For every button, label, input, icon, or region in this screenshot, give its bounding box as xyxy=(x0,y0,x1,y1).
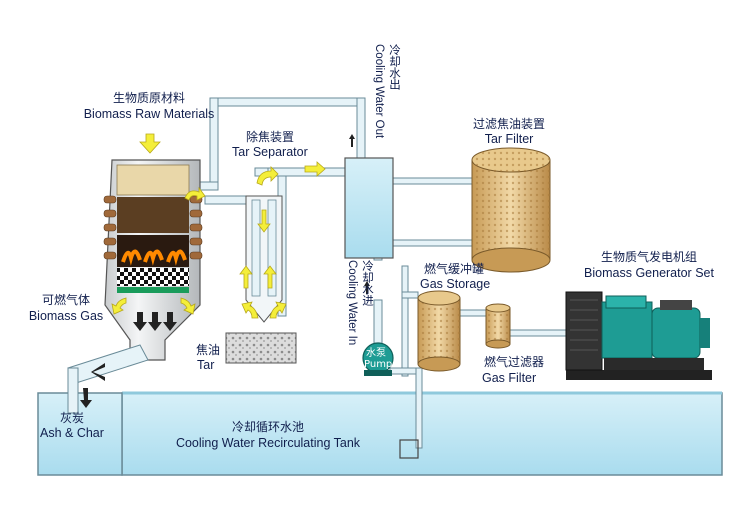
tar-separator-label-cn: 除焦装置 xyxy=(246,130,295,144)
biomass-raw-label-en: Biomass Raw Materials xyxy=(83,107,215,121)
separator-bottom-arrow-right xyxy=(269,301,287,319)
gasifier xyxy=(67,159,203,414)
tank-label-en: Cooling Water Recirculating Tank xyxy=(175,436,361,450)
gas-storage-label-cn: 燃气缓冲罐 xyxy=(424,262,485,276)
gas-filter xyxy=(485,303,511,349)
gas-storage xyxy=(417,290,461,372)
cooling-in-label-cn: 冷却水进 xyxy=(361,260,373,306)
generator-label-cn: 生物质气发电机组 xyxy=(600,250,698,264)
ash-label-en: Ash & Char xyxy=(40,426,104,440)
gas-out-arrow xyxy=(184,186,206,201)
water-flow-arrows xyxy=(349,134,370,294)
tar-label-en: Tar xyxy=(197,358,215,372)
biomass-raw-label-cn: 生物质原材料 xyxy=(112,91,186,105)
separator-down-arrow-1 xyxy=(257,209,271,233)
generator-set xyxy=(565,291,712,380)
gas-filter-label-en: Gas Filter xyxy=(482,371,537,385)
tar-separator-label-en: Tar Separator xyxy=(232,145,308,159)
tar-separator xyxy=(225,195,297,364)
ash-char-basin xyxy=(37,392,123,476)
tar-filter-label-en: Tar Filter xyxy=(484,132,534,146)
gas-filter-label-cn: 燃气过滤器 xyxy=(484,355,545,369)
separator-up-arrow-2 xyxy=(263,265,277,289)
biomass-gas-label-cn: 可燃气体 xyxy=(41,293,91,307)
cooling-out-label-en: Cooling Water Out xyxy=(373,44,385,139)
tar-filter xyxy=(471,147,551,273)
scrubber-column xyxy=(344,157,394,259)
generator-label-en: Biomass Generator Set xyxy=(584,266,714,280)
flow-arrows xyxy=(111,133,326,319)
cooling-in-label-en: Cooling Water In xyxy=(346,260,358,346)
to-scrubber-arrow xyxy=(304,161,326,177)
gasifier-gas-arrow-left xyxy=(111,297,127,315)
gasifier-gas-arrow-right xyxy=(180,297,196,315)
separator-bottom-arrow-left xyxy=(241,301,259,319)
tank-label-cn: 冷却循环水池 xyxy=(231,420,305,434)
tar-label-cn: 焦油 xyxy=(196,343,221,357)
suction-box xyxy=(399,439,419,459)
cooling-out-label-cn: 冷却水出 xyxy=(388,44,400,90)
separator-in-arrow xyxy=(256,166,279,186)
pump-label-en: Pump xyxy=(364,359,393,370)
ash-label-cn: 灰炭 xyxy=(60,411,85,425)
pump-label-cn: 水泵 xyxy=(366,348,386,359)
separator-up-arrow-1 xyxy=(239,265,253,289)
feed-arrow xyxy=(139,133,161,154)
water-pump xyxy=(362,342,394,376)
biomass-gas-label-en: Biomass Gas xyxy=(28,309,104,323)
tar-filter-label-cn: 过滤焦油装置 xyxy=(472,117,546,131)
gas-storage-label-en: Gas Storage xyxy=(420,277,491,291)
